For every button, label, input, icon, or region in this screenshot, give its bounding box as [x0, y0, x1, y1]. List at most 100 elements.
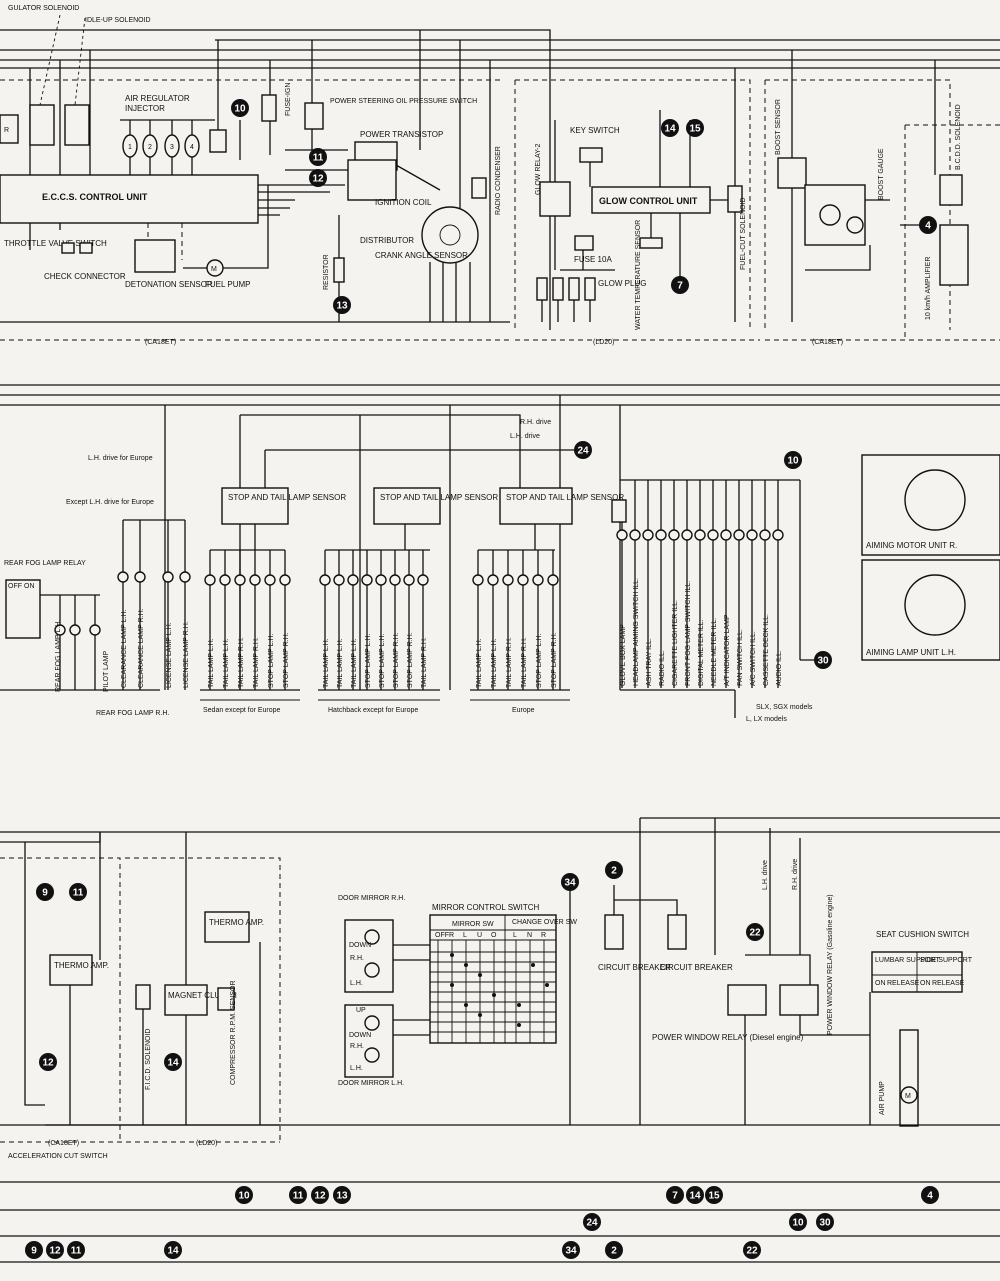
idle-up-solenoid-label: IDLE-UP SOLENOID — [85, 17, 151, 24]
lamp-sedan-5 — [279, 574, 291, 586]
svg-text:MIRROR SW: MIRROR SW — [452, 921, 494, 928]
radio-condenser-label: RADIO CONDENSER — [495, 146, 502, 215]
lamp-hatch-7-label: TAIL LAMP R.H. — [421, 637, 428, 688]
lamp-hatch-4-label: STOP LAMP L.H. — [379, 633, 386, 688]
connector-row1-0 — [235, 1186, 253, 1204]
connector-row1-0-label: 10 — [238, 1191, 250, 1202]
switch-col-5: L — [513, 932, 517, 939]
switch-col-0: OFF — [435, 932, 449, 939]
illum-3 — [655, 529, 667, 541]
svg-text:DOWN: DOWN — [349, 942, 371, 949]
connector-row1-2 — [311, 1186, 329, 1204]
svg-text:UP: UP — [356, 1007, 366, 1014]
connector-row3-0-label: 9 — [31, 1246, 37, 1257]
stop-tail-sensor-hatch — [373, 487, 441, 525]
switch-col-4: O — [491, 932, 497, 939]
power-transistor-label: POWER TRANSISTOP — [360, 130, 443, 139]
illum-9-label: FAN SWITCH ILL. — [737, 629, 744, 686]
illum-10-label: A/C SWITCH ILL. — [750, 631, 757, 686]
svg-text:M: M — [211, 266, 217, 273]
radio-condenser — [471, 177, 487, 199]
lh-drive-europe-label: L.H. drive for Europe — [88, 455, 153, 462]
svg-text:DOWN: DOWN — [349, 1032, 371, 1039]
svg-text:RELEASE: RELEASE — [887, 980, 920, 987]
lh-drive-label-2: L.H. drive — [762, 860, 769, 890]
lamp-sedan-3-label: TAIL LAMP R.H. — [253, 637, 260, 688]
illum-8-label: A/T INDICATOR LAMP — [724, 614, 731, 686]
connector-row3-2-label: 11 — [71, 1246, 82, 1257]
connector-row1-4-label: 7 — [672, 1191, 678, 1202]
lamp-europe-5-label: STOP LAMP R.H. — [551, 632, 558, 688]
glow-relay — [539, 181, 571, 217]
lamp-a-1 — [134, 571, 146, 583]
svg-text:3: 3 — [170, 144, 174, 151]
lamp-europe-3 — [517, 574, 529, 586]
lamp-a-1-label: CLEARANCE LAMP R.H. — [138, 608, 145, 688]
connector-row1-7-label: 4 — [927, 1191, 933, 1202]
circuit-breaker-2 — [667, 914, 687, 950]
illum-12 — [772, 529, 784, 541]
badge-diagram-22 — [746, 923, 764, 941]
illum-5 — [681, 529, 693, 541]
compressor-label: COMPRESSOR R.P.M. SENSOR — [230, 980, 237, 1085]
detonation-sensor — [134, 239, 176, 273]
connector-row3-5 — [605, 1241, 623, 1259]
stop-tail-sensor-europe — [499, 487, 573, 525]
badge-diagram-24 — [574, 441, 592, 459]
badge-diagram-15 — [686, 119, 704, 137]
air-regulator-label: AIR REGULATOR — [125, 94, 190, 103]
svg-text:LUMBAR SUPPORT: LUMBAR SUPPORT — [875, 957, 941, 964]
badge-diagram-7 — [671, 276, 689, 294]
badge-diagram-11 — [309, 148, 327, 166]
power-window-relay-diesel — [727, 984, 767, 1016]
pilot-lamp-label: PILOT LAMP — [103, 651, 110, 692]
seat-cushion-label: SEAT CUSHION SWITCH — [876, 930, 969, 939]
ld20-label-2: (LD20) — [196, 1140, 217, 1147]
eccs-label: E.C.C.S. CONTROL UNIT — [42, 192, 148, 202]
connector-row1-3-label: 13 — [336, 1191, 348, 1202]
connector-row3-1-label: 12 — [49, 1246, 61, 1257]
amplifier-label: 10 km/h AMPLIFIER — [925, 257, 932, 320]
slx-models-label: SLX, SGX models — [756, 704, 813, 711]
ficd-label: F.I.C.D. SOLENOID — [145, 1029, 152, 1090]
ps-pressure-switch — [304, 102, 324, 130]
air-pump-motor — [900, 1086, 918, 1104]
injector-label: INJECTOR — [125, 104, 165, 113]
group-hatch-label: Hatchback except for Europe — [328, 707, 418, 714]
badge-diagram-14-b-label: 14 — [167, 1058, 179, 1069]
amplifier — [939, 224, 969, 286]
idle-up-solenoid — [64, 104, 90, 146]
resistor — [333, 257, 345, 283]
injector-group: 1 2 3 4 — [122, 134, 200, 158]
illum-2-label: ASH TRAY ILL. — [646, 638, 653, 686]
connector-row1-7 — [921, 1186, 939, 1204]
illum-9 — [733, 529, 745, 541]
connector-row3-1 — [46, 1241, 64, 1259]
lamp-sedan-0-label: TAIL LAMP L.H. — [208, 638, 215, 688]
gulator-solenoid — [29, 104, 55, 146]
lamp-a-0 — [117, 571, 129, 583]
lamp-sedan-5-label: STOP LAMP R.H. — [283, 632, 290, 688]
svg-text:CIRCUIT BREAKER: CIRCUIT BREAKER — [660, 963, 733, 972]
power-window-relay-gasoline — [779, 984, 819, 1016]
connector-row3-3 — [164, 1241, 182, 1259]
connector-row1-6 — [705, 1186, 723, 1204]
connector-row3-6 — [743, 1241, 761, 1259]
badge-diagram-11-b — [69, 883, 87, 901]
lamp-a-0-label: CLEARANCE LAMP L.H. — [121, 609, 128, 688]
switch-col-2: L — [463, 932, 467, 939]
badge-diagram-4-label: 4 — [925, 221, 931, 232]
injector-2 — [142, 134, 158, 158]
lamp-sedan-0 — [204, 574, 216, 586]
switch-col-3: U — [477, 932, 482, 939]
illum-0 — [616, 529, 628, 541]
fuse-10a-label: FUSE 10A — [574, 255, 612, 264]
svg-text:OFF: OFF — [8, 583, 22, 590]
svg-text:R: R — [4, 127, 9, 134]
glove-box-switch — [611, 499, 627, 523]
connector-row3-2 — [67, 1241, 85, 1259]
fuse-ign — [261, 94, 277, 122]
connector-row1-1-label: 11 — [293, 1191, 304, 1202]
badge-diagram-11-label: 11 — [313, 153, 324, 164]
